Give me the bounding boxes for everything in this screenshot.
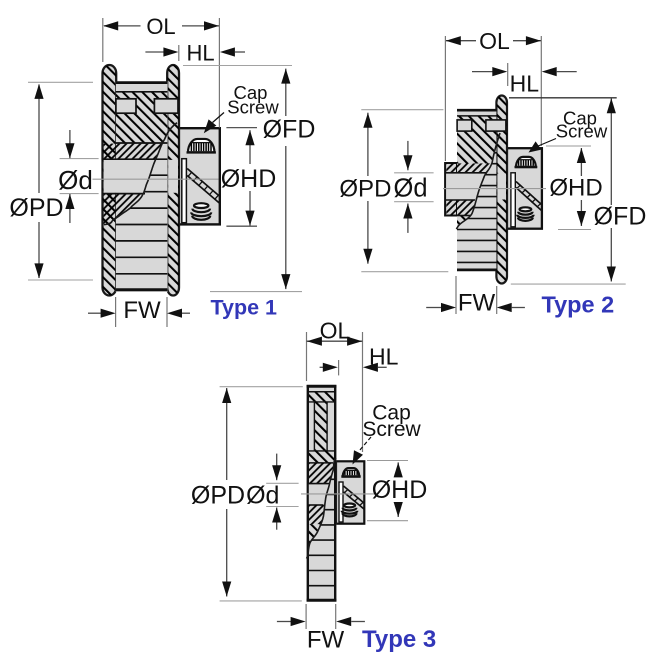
svg-text:Screw: Screw bbox=[227, 97, 279, 118]
svg-text:ØHD: ØHD bbox=[549, 175, 602, 202]
svg-text:Ød: Ød bbox=[246, 482, 279, 510]
svg-text:Type 2: Type 2 bbox=[542, 292, 615, 318]
svg-text:ØHD: ØHD bbox=[372, 476, 428, 504]
svg-text:Type 1: Type 1 bbox=[211, 296, 278, 320]
svg-text:OL: OL bbox=[479, 28, 510, 54]
svg-text:Cap: Cap bbox=[372, 402, 411, 425]
svg-text:ØPD: ØPD bbox=[339, 176, 391, 203]
svg-text:HL: HL bbox=[187, 41, 215, 66]
svg-text:OL: OL bbox=[320, 318, 351, 344]
svg-text:Ød: Ød bbox=[58, 165, 93, 195]
svg-text:OL: OL bbox=[146, 14, 175, 39]
svg-text:ØFD: ØFD bbox=[594, 203, 647, 231]
svg-text:ØPD: ØPD bbox=[9, 194, 63, 222]
svg-text:ØHD: ØHD bbox=[221, 165, 277, 193]
svg-text:HL: HL bbox=[510, 71, 540, 97]
svg-text:ØFD: ØFD bbox=[263, 116, 316, 144]
svg-text:Screw: Screw bbox=[362, 418, 421, 441]
svg-text:FW: FW bbox=[123, 297, 161, 324]
svg-text:Type 3: Type 3 bbox=[362, 626, 436, 653]
svg-text:Cap: Cap bbox=[234, 82, 268, 103]
svg-text:Ød: Ød bbox=[393, 175, 427, 203]
svg-text:Cap: Cap bbox=[563, 108, 597, 129]
svg-text:FW: FW bbox=[458, 290, 496, 317]
svg-text:FW: FW bbox=[307, 627, 345, 654]
svg-text:Screw: Screw bbox=[556, 121, 608, 142]
svg-text:ØPD: ØPD bbox=[191, 482, 245, 510]
